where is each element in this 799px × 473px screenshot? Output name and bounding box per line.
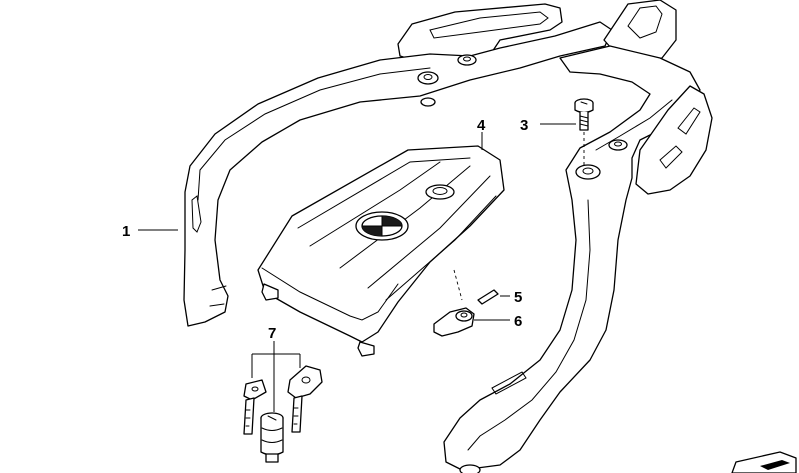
rack-side-boss xyxy=(608,139,628,151)
rack-left-arm-foot xyxy=(209,285,227,307)
callout-6: 6 xyxy=(514,313,522,330)
lock-cylinder-icon xyxy=(260,412,284,463)
part-3-bolt[interactable] xyxy=(574,98,594,131)
rack-side-handle xyxy=(635,85,713,195)
rack-right-arm-lower-edge xyxy=(467,199,591,451)
bmw-roundel-icon xyxy=(355,211,409,241)
lever-hub xyxy=(455,310,473,322)
rack-lower-boss xyxy=(459,464,481,473)
rack-lower-slot xyxy=(491,371,527,395)
callout-4: 4 xyxy=(477,117,486,134)
rack-side-handle-slot-2 xyxy=(659,145,683,169)
diagram-reference-symbol-icon xyxy=(731,451,797,473)
rack-rear-handle-slot xyxy=(429,11,549,39)
rack-left-arm-inner-edge xyxy=(197,67,431,201)
rack-mount-boss-2 xyxy=(457,54,477,66)
lever-hub-hole xyxy=(460,312,468,318)
leader-7 xyxy=(251,341,301,412)
bolt-socket xyxy=(580,101,588,105)
plate-rib-5 xyxy=(385,195,497,301)
key-right-icon xyxy=(287,365,323,433)
rack-side-handle-slot-1 xyxy=(677,107,701,135)
lock-axis-line xyxy=(453,269,463,301)
part-7-lock-set[interactable] xyxy=(243,365,323,463)
rack-mount-boss-3 xyxy=(420,97,436,107)
rack-right-arm xyxy=(443,45,701,471)
plate-lock-recess xyxy=(425,184,455,200)
plate-rib-4 xyxy=(367,175,491,289)
part-1-luggage-rack[interactable] xyxy=(183,0,713,473)
pin-body xyxy=(477,289,499,305)
rack-mount-boss-1 xyxy=(417,71,439,85)
plate-latch-tab-left xyxy=(261,283,279,301)
plate-latch-tab-right xyxy=(357,341,375,357)
plate-rib-3 xyxy=(339,165,471,269)
rack-front-bracket-slot xyxy=(627,5,663,39)
part-5-pin[interactable] xyxy=(477,289,499,305)
callout-5: 5 xyxy=(514,289,522,306)
callout-7: 7 xyxy=(268,325,276,342)
callout-1: 1 xyxy=(122,223,130,240)
bolt-head-side xyxy=(574,102,594,114)
bolt-thread xyxy=(579,115,589,127)
rack-bolt-hole xyxy=(575,164,601,180)
part-4-mounting-plate[interactable] xyxy=(257,145,505,357)
rack-left-arm xyxy=(183,21,613,327)
plate-rib-2 xyxy=(309,161,441,247)
rack-right-arm-inner-edge xyxy=(595,99,673,151)
rack-left-arm-slot xyxy=(191,195,202,233)
part-6-lock-lever[interactable] xyxy=(433,307,475,337)
plate-front-edge xyxy=(261,267,399,321)
key-left-icon xyxy=(243,379,267,435)
callout-3: 3 xyxy=(520,117,528,134)
plate-rib-1 xyxy=(297,157,471,229)
